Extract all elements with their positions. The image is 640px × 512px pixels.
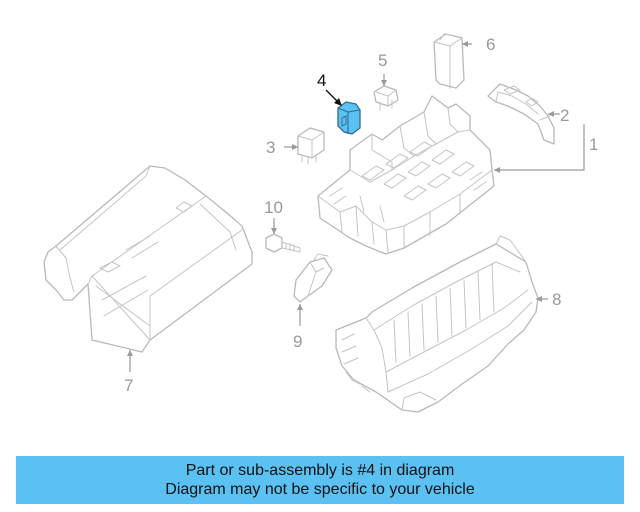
part-4-highlighted — [337, 101, 361, 135]
arrowheads — [127, 41, 554, 356]
part-7-cover — [43, 165, 253, 353]
callout-3: 3 — [266, 138, 275, 157]
banner-line-part: Part or sub-assembly is #4 in diagram — [185, 462, 455, 479]
callout-2: 2 — [560, 106, 569, 125]
callout-5: 5 — [378, 51, 387, 70]
part-6-block — [433, 33, 465, 89]
callout-10: 10 — [264, 198, 283, 217]
callout-1: 1 — [589, 135, 598, 154]
part-3-relay — [297, 127, 325, 165]
banner-line-disclaimer: Diagram may not be specific to your vehi… — [165, 481, 475, 498]
callout-8: 8 — [552, 290, 561, 309]
part-5-fuse — [373, 85, 399, 111]
part-2-bracket — [487, 83, 555, 145]
leader-line-4 — [325, 89, 342, 106]
part-9-clip — [293, 253, 333, 303]
callout-4: 4 — [317, 71, 326, 90]
part-10-bolt — [265, 233, 301, 253]
callout-9: 9 — [293, 332, 302, 351]
callout-7: 7 — [124, 376, 133, 395]
part-1-fuse-box — [317, 95, 495, 255]
part-8-tray — [335, 235, 539, 413]
info-banner: Part or sub-assembly is #4 in diagram Di… — [16, 456, 624, 504]
callout-labels: 1 2 3 4 5 6 7 8 9 10 — [124, 35, 598, 395]
callout-6: 6 — [486, 35, 495, 54]
parts-diagram: 1 2 3 4 5 6 7 8 9 10 — [43, 33, 598, 413]
